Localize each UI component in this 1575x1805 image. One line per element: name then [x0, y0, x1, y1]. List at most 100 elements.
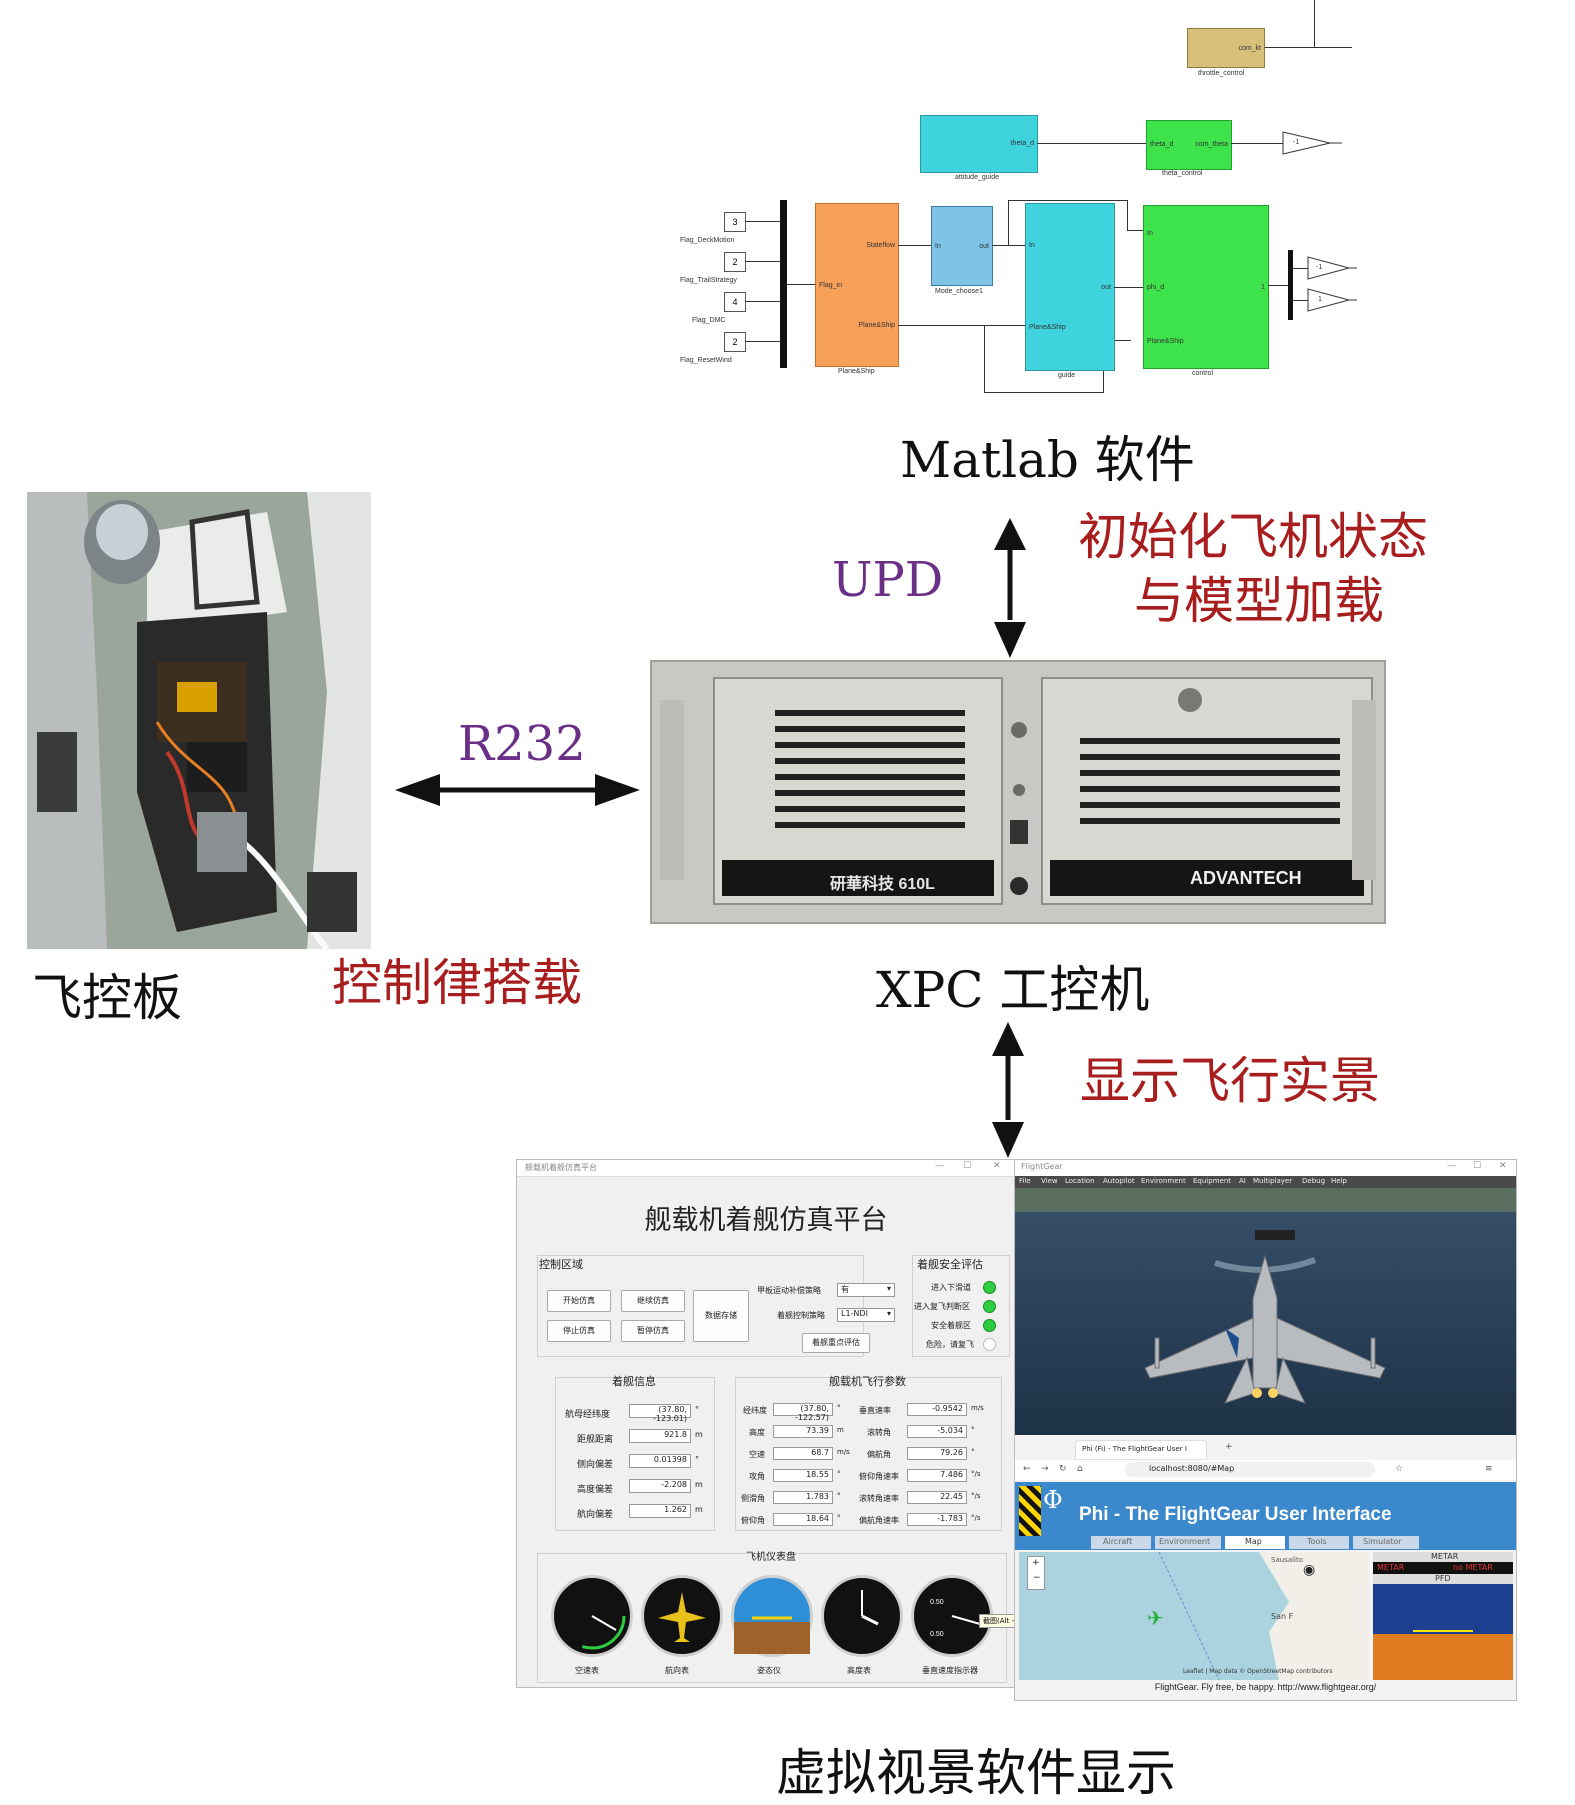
fg-maximize-button[interactable]: ☐: [1473, 1161, 1482, 1171]
save-data-button[interactable]: 数据存储: [693, 1290, 749, 1342]
fg-menu-debug[interactable]: Debug: [1302, 1177, 1326, 1185]
simulink-diagram: com_kt throttle_control theta_d attitude…: [680, 0, 1357, 400]
pause-sim-button[interactable]: 暂停仿真: [621, 1320, 685, 1342]
phi-map[interactable]: + − Sausalito San F ✈ ◉ Leaflet | Map da…: [1019, 1551, 1369, 1681]
phi-tab-simulator[interactable]: Simulator: [1353, 1536, 1419, 1549]
continue-sim-button[interactable]: 继续仿真: [621, 1290, 685, 1312]
info-unit-carrier-pos: °: [695, 1405, 699, 1414]
mode-choose-label: Mode_choose1: [935, 288, 983, 295]
fg-menu-location[interactable]: Location: [1065, 1177, 1095, 1185]
init-label-line2: 与模型加载: [1134, 572, 1384, 630]
zoom-out-button[interactable]: −: [1033, 1573, 1041, 1583]
fg-menu-autopilot[interactable]: Autopilot: [1103, 1177, 1135, 1185]
metar-label: METAR: [1377, 1563, 1405, 1572]
mode-choose-block: In out: [931, 206, 993, 286]
param-label-pitch-rate: 俯仰角速率: [859, 1472, 899, 1481]
param-value-sideslip: 1.783: [773, 1491, 833, 1504]
main-title: 舰载机着舰仿真平台: [644, 1205, 888, 1236]
param-value-vspeed: -0.9542: [907, 1403, 967, 1416]
fg-menu-file[interactable]: File: [1019, 1177, 1031, 1185]
address-bar[interactable]: localhost:8080/#Map: [1125, 1462, 1375, 1477]
safety-item-safe-zone: 安全着舰区: [931, 1321, 971, 1330]
control-strategy-select[interactable]: L1-NDI ▾: [837, 1308, 895, 1322]
throttle-control-label: throttle_control: [1198, 70, 1245, 77]
param-label-sideslip: 侧滑角: [741, 1494, 765, 1503]
fg-menu-equipment[interactable]: Equipment: [1193, 1177, 1231, 1185]
stop-sim-button[interactable]: 停止仿真: [547, 1320, 611, 1342]
param-unit-altitude: m: [837, 1426, 844, 1434]
heading-gauge-label: 航向表: [665, 1666, 689, 1675]
param-label-altitude: 高度: [749, 1428, 765, 1437]
chevron-down-icon: ▾: [886, 1284, 891, 1293]
fg-close-button[interactable]: ✕: [1499, 1161, 1507, 1171]
param-value-roll: -5.034: [907, 1425, 967, 1438]
param-unit-airspeed: m/s: [837, 1448, 850, 1456]
landing-eval-button[interactable]: 着舰重点评估: [802, 1333, 870, 1353]
phi-tab-map[interactable]: Map: [1225, 1536, 1285, 1549]
phi-tab-simulator-label: Simulator: [1363, 1537, 1402, 1546]
constant-reset-wind: 2: [724, 332, 746, 352]
plane-ship-block: Flag_in Stateflow Plane&Ship: [815, 203, 899, 367]
fg-menu-help[interactable]: Help: [1331, 1177, 1347, 1185]
phi-tab-aircraft-label: Aircraft: [1103, 1537, 1133, 1546]
param-label-lonlat: 经纬度: [743, 1406, 767, 1415]
control-area-title: 控制区域: [539, 1258, 583, 1271]
maximize-button[interactable]: ☐: [963, 1161, 972, 1171]
phi-tab-aircraft[interactable]: Aircraft: [1091, 1536, 1151, 1549]
start-sim-button[interactable]: 开始仿真: [547, 1290, 611, 1312]
attitude-guide-block: theta_d: [920, 115, 1038, 173]
window-titlebar: 舰载机着舰仿真平台 — ☐ ✕: [517, 1160, 1015, 1177]
deck-strategy-label: 甲板运动补偿策略: [757, 1286, 821, 1295]
minimize-button[interactable]: —: [935, 1161, 944, 1171]
home-icon[interactable]: ⌂: [1077, 1464, 1083, 1474]
control-block: In phi_d Plane&Ship 1: [1143, 205, 1269, 369]
bus-selector: [1288, 250, 1293, 320]
phi-tab-tools[interactable]: Tools: [1289, 1536, 1349, 1549]
param-label-aoa: 攻角: [749, 1472, 765, 1481]
param-label-vspeed: 垂直速率: [859, 1406, 891, 1415]
close-button[interactable]: ✕: [993, 1161, 1001, 1171]
display-label: 显示飞行实景: [1080, 1052, 1380, 1110]
reload-icon[interactable]: ↻: [1059, 1464, 1067, 1474]
deck-strategy-select[interactable]: 有▾: [837, 1283, 895, 1297]
aircraft-model: [1144, 1254, 1386, 1404]
fg-menu-ai[interactable]: AI: [1239, 1177, 1246, 1185]
back-icon[interactable]: ←: [1023, 1464, 1031, 1474]
airspeed-gauge: [551, 1575, 633, 1657]
location-icon[interactable]: ◉: [1303, 1562, 1316, 1578]
star-icon[interactable]: ☆: [1395, 1464, 1404, 1474]
fg-menu-environment[interactable]: Environment: [1141, 1177, 1186, 1185]
flight-params-group: [735, 1377, 1002, 1531]
landing-info-title: 着舰信息: [612, 1375, 656, 1388]
new-tab-icon[interactable]: +: [1225, 1442, 1233, 1452]
control-strategy-value: L1-NDI: [841, 1309, 868, 1318]
menu-icon[interactable]: ≡: [1485, 1464, 1493, 1474]
param-unit-vspeed: m/s: [971, 1404, 984, 1412]
chevron-down-icon: ▾: [886, 1309, 891, 1318]
param-unit-sideslip: °: [837, 1492, 841, 1500]
aircraft-marker-icon: ✈: [1147, 1606, 1164, 1630]
fg-minimize-button[interactable]: —: [1447, 1161, 1456, 1171]
param-value-altitude: 73.39: [773, 1425, 833, 1438]
safety-item-danger: 危险，请复飞: [926, 1340, 974, 1349]
browser-tab[interactable]: Phi (Fi) - The FlightGear User I: [1075, 1440, 1207, 1460]
gain-block-c: [1307, 288, 1357, 312]
param-label-airspeed: 空速: [749, 1450, 765, 1459]
fg-menu-view[interactable]: View: [1041, 1177, 1058, 1185]
fg-menu-multiplayer[interactable]: Multiplayer: [1253, 1177, 1293, 1185]
altimeter-gauge-label: 高度表: [847, 1666, 871, 1675]
map-land: [1158, 1551, 1369, 1681]
param-label-roll-rate: 滚转角速率: [859, 1494, 899, 1503]
info-unit-lateral: °: [695, 1455, 699, 1464]
zoom-in-button[interactable]: +: [1032, 1558, 1040, 1568]
constant-reset-wind-label: Flag_ResetWind: [680, 357, 732, 364]
info-unit-distance: m: [695, 1430, 703, 1439]
forward-icon[interactable]: →: [1041, 1464, 1049, 1474]
info-label-height: 高度偏差: [577, 1485, 614, 1495]
constant-dmc: 4: [724, 292, 746, 312]
xpc-brand-text: ADVANTECH: [1190, 868, 1302, 888]
phi-tab-environment[interactable]: Environment: [1155, 1536, 1221, 1549]
r232-arrow: [395, 774, 640, 806]
deck-strategy-value: 有: [841, 1285, 849, 1294]
phi-banner-title: Phi - The FlightGear User Interface: [1079, 1504, 1392, 1525]
